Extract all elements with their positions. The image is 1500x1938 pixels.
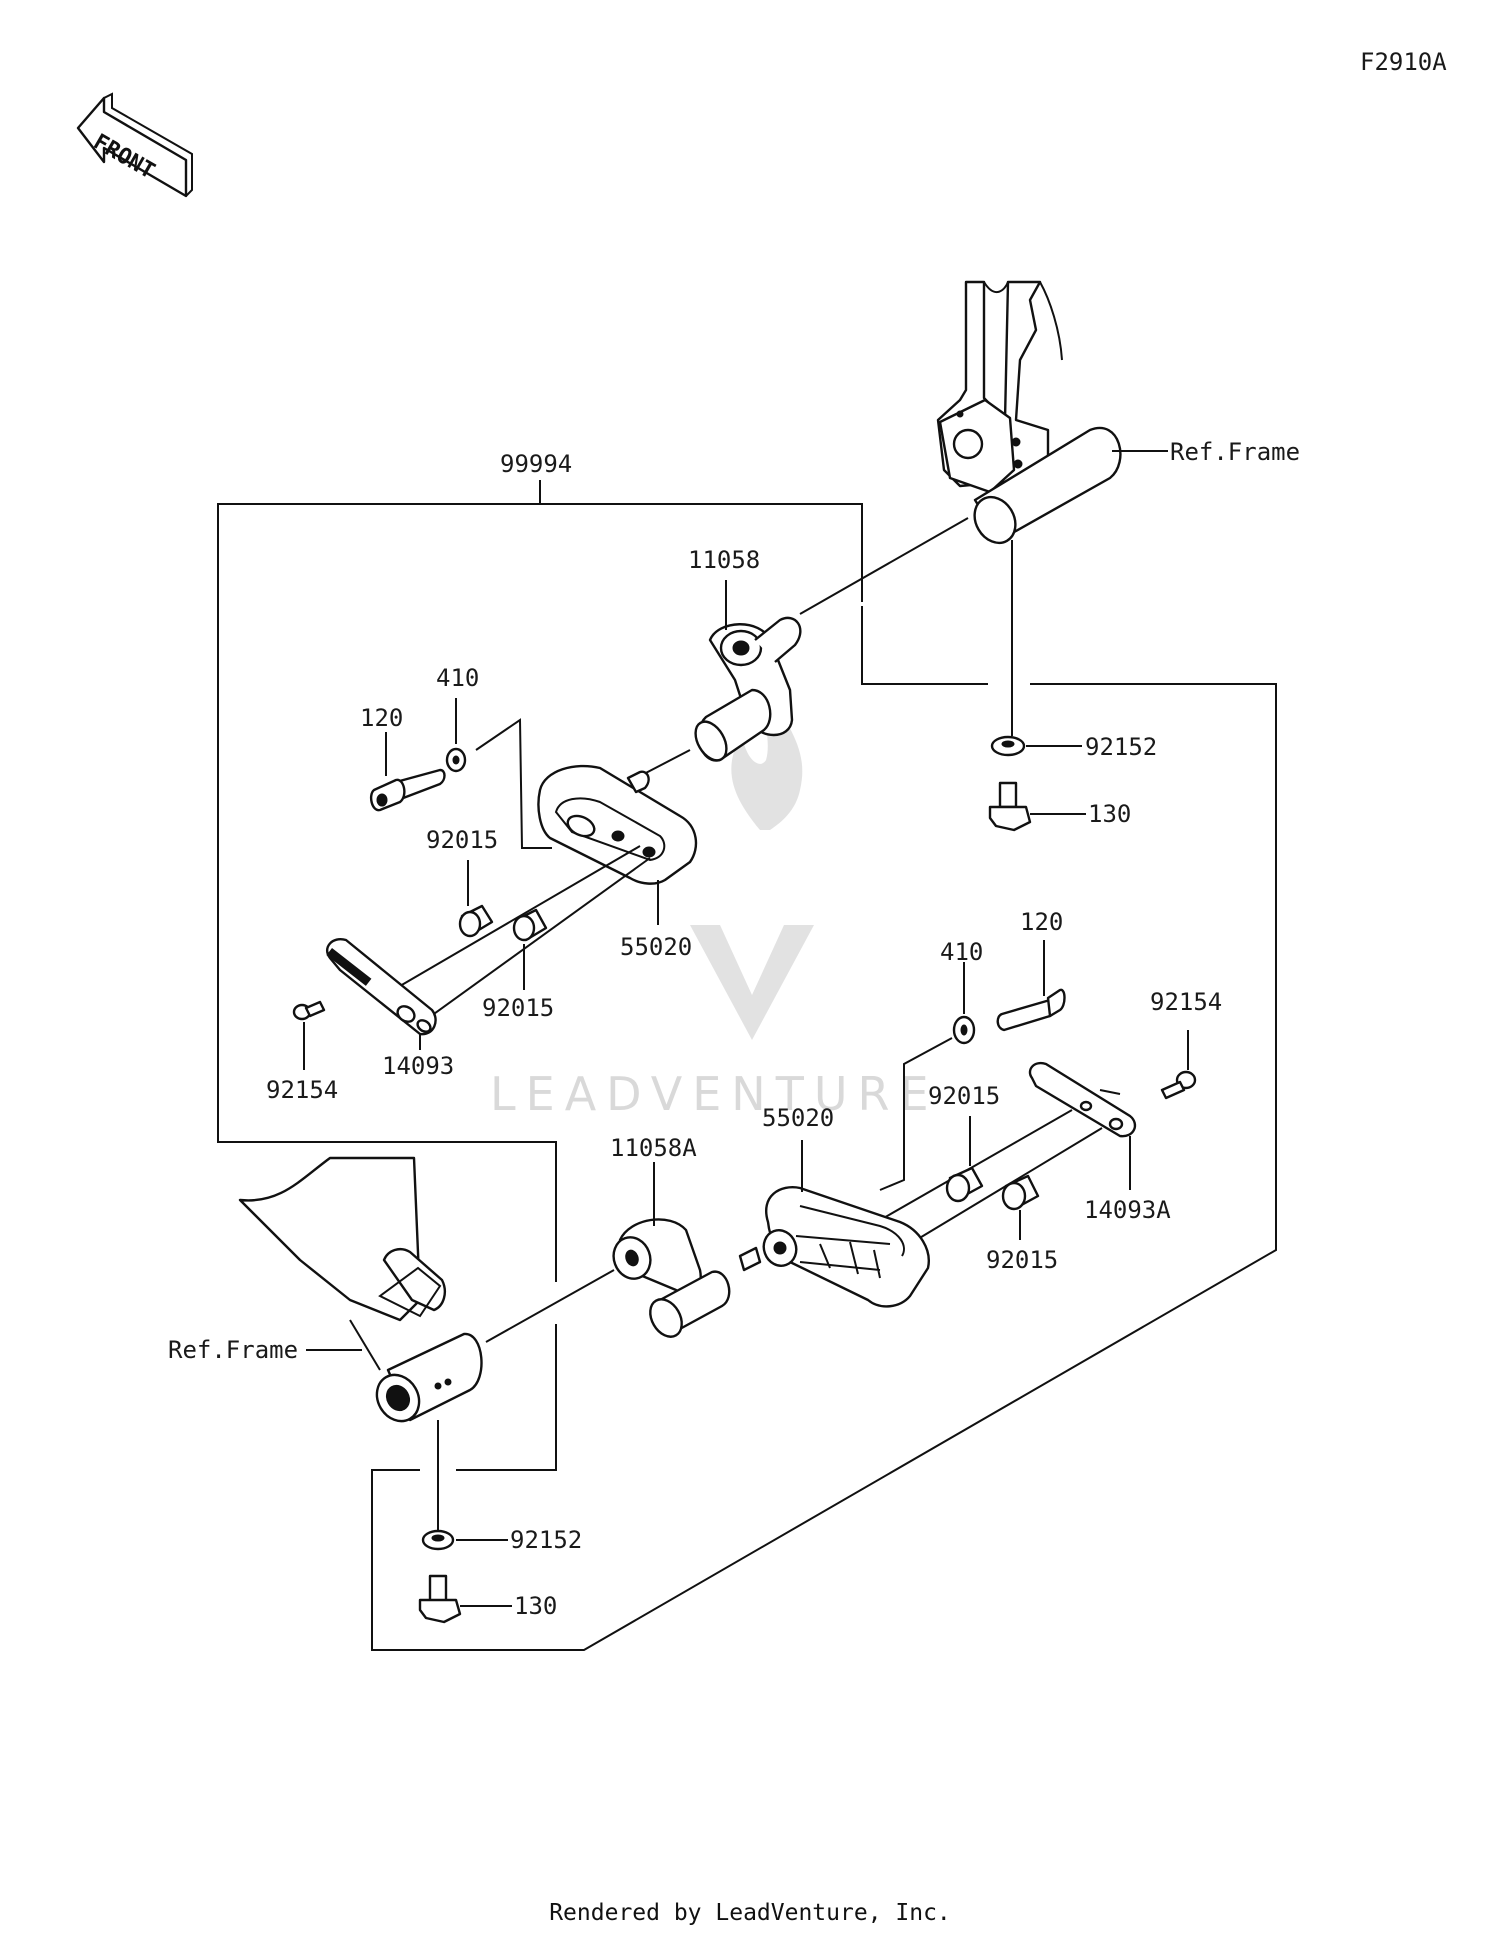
callout-92015-lower-a: 92015 — [928, 1082, 1000, 1110]
watermark-text: LEADVENTURE — [490, 1067, 939, 1121]
washer-410-upper — [445, 747, 467, 773]
callout-92152-lower: 92152 — [510, 1526, 582, 1554]
callout-120-lower: 120 — [1020, 908, 1063, 936]
callout-92154-upper: 92154 — [266, 1076, 338, 1104]
washer-410-lower — [952, 1015, 976, 1045]
frame-right — [936, 280, 1122, 545]
footer-credit: Rendered by LeadVenture, Inc. — [549, 1900, 951, 1926]
ref-frame-left-label: Ref.Frame — [168, 1336, 298, 1364]
callout-11058: 11058 — [688, 546, 760, 574]
screw-92154-upper — [292, 1000, 326, 1021]
screw-92154-lower — [1160, 1070, 1197, 1100]
callout-14093A: 14093A — [1084, 1196, 1171, 1224]
callout-11058A: 11058A — [610, 1134, 697, 1162]
callout-92015-upper-b: 92015 — [482, 994, 554, 1022]
slider-55020-upper — [537, 764, 698, 885]
callout-92015-lower-b: 92015 — [986, 1246, 1058, 1274]
plate-14093A — [1028, 1061, 1137, 1138]
callout-55020-lower: 55020 — [762, 1104, 834, 1132]
frame-bolt-130-upper — [988, 781, 1032, 832]
frame-left — [238, 1156, 483, 1423]
bolt-120-upper — [369, 768, 446, 812]
collar-92015-lower-a — [945, 1166, 984, 1203]
callout-55020-upper: 55020 — [620, 933, 692, 961]
front-arrow-icon: FRONT — [76, 92, 193, 198]
collar-92015-upper-a — [458, 904, 494, 938]
bracket-11058 — [694, 616, 802, 762]
callout-92152-upper: 92152 — [1085, 733, 1157, 761]
callout-410-lower: 410 — [940, 938, 983, 966]
bracket-11058A — [612, 1218, 731, 1338]
callout-130-lower: 130 — [514, 1592, 557, 1620]
figure-code: F2910A — [1360, 48, 1447, 76]
frame-washer-92152-upper — [990, 735, 1026, 757]
callout-99994: 99994 — [500, 450, 572, 478]
callout-120-upper: 120 — [360, 704, 403, 732]
plate-14093 — [325, 938, 437, 1036]
callout-14093: 14093 — [382, 1052, 454, 1080]
bolt-120-lower — [996, 988, 1066, 1032]
slider-55020-lower — [738, 1186, 930, 1308]
callout-92154-lower: 92154 — [1150, 988, 1222, 1016]
frame-bolt-130-lower — [418, 1574, 462, 1624]
ref-frame-right-label: Ref.Frame — [1170, 438, 1300, 466]
callout-92015-upper-a: 92015 — [426, 826, 498, 854]
kit-outline — [217, 480, 1277, 1651]
frame-washer-92152-lower — [421, 1529, 455, 1551]
callout-410-upper: 410 — [436, 664, 479, 692]
callout-130-upper: 130 — [1088, 800, 1131, 828]
collar-92015-lower-b — [1001, 1174, 1040, 1211]
collar-92015-upper-b — [512, 908, 548, 942]
